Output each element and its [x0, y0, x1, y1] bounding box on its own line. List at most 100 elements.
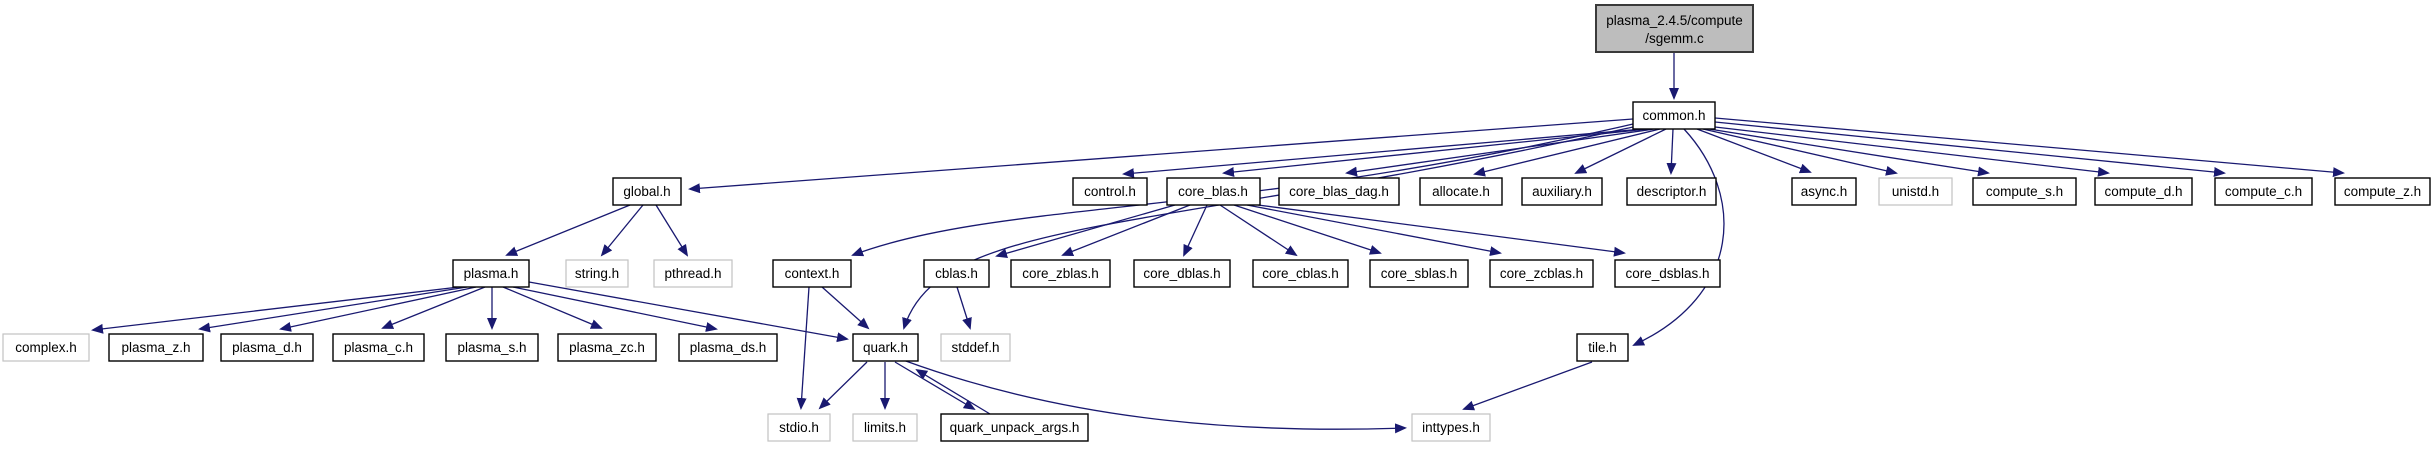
node-allocate-h[interactable]: allocate.h [1419, 177, 1503, 206]
node-box[interactable] [220, 333, 314, 362]
node-common-h[interactable]: common.h [1632, 101, 1716, 130]
node-label: core_blas_dag.h [1289, 184, 1389, 199]
node-box[interactable] [852, 333, 919, 362]
node-box[interactable] [940, 413, 1089, 442]
node-box [940, 333, 1011, 362]
edge-tile-to-inttypes [1462, 361, 1593, 411]
node-box[interactable] [1521, 177, 1603, 206]
node-descriptor-h[interactable]: descriptor.h [1626, 177, 1717, 206]
node-label: plasma_zc.h [569, 340, 645, 355]
node-inttypes-h: inttypes.h [1411, 413, 1491, 442]
node-tile-h[interactable]: tile.h [1576, 333, 1629, 362]
node-box[interactable] [772, 259, 852, 288]
node-label: core_cblas.h [1262, 266, 1339, 281]
node-auxiliary-h[interactable]: auxiliary.h [1521, 177, 1603, 206]
node-box [653, 259, 733, 288]
node-label: string.h [575, 266, 619, 281]
node-plasma-ds-h[interactable]: plasma_ds.h [678, 333, 778, 362]
edge-context-to-stdio [796, 286, 810, 410]
node-core-zblas-h[interactable]: core_zblas.h [1010, 259, 1111, 288]
edge-global-to-pthread [655, 204, 689, 257]
node-label: plasma_s.h [457, 340, 526, 355]
node-label: common.h [1642, 108, 1705, 123]
edge-core_blas-to-core_dblas [1183, 204, 1208, 257]
node-box[interactable] [1632, 101, 1716, 130]
node-box[interactable] [445, 333, 539, 362]
node-compute-z-h[interactable]: compute_z.h [2334, 177, 2431, 206]
node-box [767, 413, 831, 442]
edge-common-to-compute_c [1714, 121, 2226, 177]
node-global-h[interactable]: global.h [612, 177, 682, 206]
edge-common-to-compute_s [1708, 128, 1990, 177]
node-label: core_dsblas.h [1625, 266, 1709, 281]
node-core-blas-h[interactable]: core_blas.h [1166, 177, 1261, 206]
node-async-h[interactable]: async.h [1791, 177, 1857, 206]
node-box[interactable] [1166, 177, 1261, 206]
edge-common-to-auxiliary [1574, 128, 1667, 174]
edge-plasma-to-plasma_ds [512, 286, 718, 332]
node-core-dblas-h[interactable]: core_dblas.h [1133, 259, 1231, 288]
node-label: descriptor.h [1637, 184, 1707, 199]
edges-layer [91, 52, 2345, 434]
node-box[interactable] [1576, 333, 1629, 362]
node-box[interactable] [923, 259, 990, 288]
node-box[interactable] [2334, 177, 2431, 206]
node-compute-s-h[interactable]: compute_s.h [1972, 177, 2077, 206]
node-quark-unpack-args-h[interactable]: quark_unpack_args.h [940, 413, 1089, 442]
node-stddef-h: stddef.h [940, 333, 1011, 362]
node-box[interactable] [108, 333, 204, 362]
node-label: core_sblas.h [1381, 266, 1458, 281]
node-plasma-zc-h[interactable]: plasma_zc.h [557, 333, 657, 362]
node-box[interactable] [557, 333, 657, 362]
node-label: core_blas.h [1178, 184, 1248, 199]
edge-common-to-allocate [1473, 128, 1661, 177]
node-box[interactable] [1972, 177, 2077, 206]
node-plasma-z-h[interactable]: plasma_z.h [108, 333, 204, 362]
node-box[interactable] [612, 177, 682, 206]
node-box [852, 413, 918, 442]
node-core-cblas-h[interactable]: core_cblas.h [1252, 259, 1349, 288]
node-quark-h[interactable]: quark.h [852, 333, 919, 362]
node-box[interactable] [1252, 259, 1349, 288]
node-label: stdio.h [779, 420, 819, 435]
node-box[interactable] [1278, 177, 1400, 206]
node-plasma-h[interactable]: plasma.h [452, 259, 530, 288]
edge-context-to-quark [821, 286, 870, 330]
node-box[interactable] [1072, 177, 1148, 206]
node-label: core_zcblas.h [1500, 266, 1583, 281]
node-box[interactable] [1419, 177, 1503, 206]
node-box [565, 259, 629, 288]
node-label: tile.h [1588, 340, 1617, 355]
edge-plasma-to-complex [91, 286, 460, 334]
node-box[interactable] [678, 333, 778, 362]
node-box[interactable] [1010, 259, 1111, 288]
node-box[interactable] [1133, 259, 1231, 288]
node-box[interactable] [2214, 177, 2313, 206]
node-core-sblas-h[interactable]: core_sblas.h [1369, 259, 1469, 288]
node-core-blas-dag-h[interactable]: core_blas_dag.h [1278, 177, 1400, 206]
node-box [1878, 177, 1953, 206]
node-core-dsblas-h[interactable]: core_dsblas.h [1614, 259, 1721, 288]
node-compute-d-h[interactable]: compute_d.h [2094, 177, 2193, 206]
node-box[interactable] [1791, 177, 1857, 206]
node-box[interactable] [2094, 177, 2193, 206]
node-compute-c-h[interactable]: compute_c.h [2214, 177, 2313, 206]
node-box [2, 333, 90, 362]
node-control-h[interactable]: control.h [1072, 177, 1148, 206]
node-core-zcblas-h[interactable]: core_zcblas.h [1489, 259, 1594, 288]
node-label: control.h [1084, 184, 1136, 199]
node-box[interactable] [332, 333, 425, 362]
node-limits-h: limits.h [852, 413, 918, 442]
node-box[interactable] [1614, 259, 1721, 288]
node-plasma-s-h[interactable]: plasma_s.h [445, 333, 539, 362]
node-box[interactable] [1626, 177, 1717, 206]
node-plasma-d-h[interactable]: plasma_d.h [220, 333, 314, 362]
node-box[interactable] [1489, 259, 1594, 288]
edge-common-to-async [1696, 128, 1812, 174]
node-box[interactable] [452, 259, 530, 288]
node-context-h[interactable]: context.h [772, 259, 852, 288]
node-label: context.h [785, 266, 840, 281]
node-plasma-c-h[interactable]: plasma_c.h [332, 333, 425, 362]
node-box[interactable] [1369, 259, 1469, 288]
node-cblas-h[interactable]: cblas.h [923, 259, 990, 288]
